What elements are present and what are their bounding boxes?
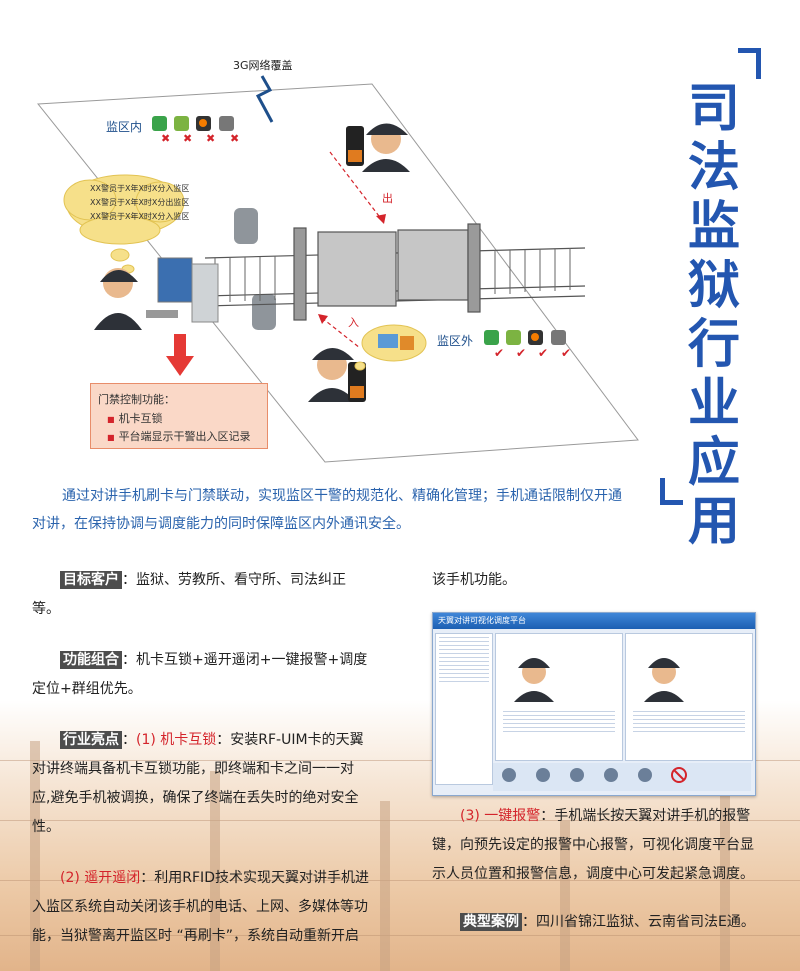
highlight-item1-text: ：安装RF-UIM卡的天翼对讲终端具备机卡互锁功能，即终端和卡之间一一对应,避免… — [32, 732, 364, 835]
fence-post — [210, 771, 220, 971]
enter-arrow — [321, 317, 361, 349]
card-reader-icon — [252, 294, 276, 330]
zone-outline — [37, 83, 639, 463]
svg-text:✖: ✖ — [230, 132, 239, 145]
remote-toggle-continued: 该手机功能。 — [432, 572, 516, 588]
exit-label: 出 — [382, 192, 393, 205]
card-thought-cloud — [354, 324, 427, 371]
down-arrow-icon — [166, 334, 194, 376]
zone-outside-label: 监区外 — [437, 334, 474, 348]
screenshot-toolbar — [493, 763, 751, 791]
access-control-title: 门禁控制功能： — [98, 393, 175, 406]
fence-post — [560, 821, 570, 971]
highlight-sep: ： — [122, 732, 136, 748]
target-tag: 目标客户 — [60, 571, 122, 589]
cloud-log-line: XX警员于X年X时X分入监区 — [90, 184, 190, 193]
prison-gate — [204, 223, 586, 321]
one-key-alarm: (3) 一键报警：手机端长按天翼对讲手机的报警键，向预先设定的报警中心报警，可视… — [432, 802, 762, 889]
cloud-log-line: XX警员于X年X时X分出监区 — [90, 198, 190, 207]
network-label: 3G网络覆盖 — [233, 59, 293, 72]
title-char: 法 — [687, 138, 740, 198]
title-char: 用 — [687, 492, 740, 552]
zone-inside-label: 监区内 — [106, 120, 143, 134]
fence-wire — [0, 760, 800, 761]
enter-label: 入 — [348, 316, 359, 329]
target-text: ：监狱、劳教所、看守所、司法纠正等。 — [32, 572, 346, 617]
fence-wire — [0, 880, 800, 881]
intro-paragraph: 通过对讲手机刷卡与门禁联动，实现监区干警的规范化、精确化管理；手机通话限制仅开通… — [32, 488, 622, 532]
app-icons-inside: ✖ ✖ ✖ ✖ — [152, 116, 239, 145]
fence-post — [380, 801, 390, 971]
highlight-tag: 行业亮点 — [60, 731, 122, 749]
svg-text:✖: ✖ — [183, 132, 192, 145]
combo-text: ：机卡互锁+遥开遥闭+一键报警+调度定位+群组优先。 — [32, 652, 368, 697]
officer-avatar-icon — [514, 658, 554, 702]
fence-wire — [0, 935, 800, 936]
highlight-item3-text: ：手机端长按天翼对讲手机的报警键，向预先设定的报警中心报警，可视化调度平台显示人… — [432, 808, 754, 882]
screenshot-user-panel — [625, 633, 753, 761]
title-char: 应 — [687, 433, 740, 493]
dispatch-platform-screenshot: 天翼对讲可视化调度平台 — [432, 612, 756, 796]
title-char: 业 — [687, 374, 740, 434]
remote-toggle: (2) 遥开遥闭：利用RFID技术实现天翼对讲手机进入监区系统自动关闭该手机的电… — [32, 864, 372, 951]
target-customers: 目标客户：监狱、劳教所、看守所、司法纠正等。 — [32, 566, 372, 624]
industry-highlight: 行业亮点：(1) 机卡互锁：安装RF-UIM卡的天翼对讲终端具备机卡互锁功能，即… — [32, 726, 372, 842]
screenshot-title-bar: 天翼对讲可视化调度平台 — [433, 613, 755, 629]
exit-arrow — [329, 151, 383, 221]
page-title: 司 法 监 狱 行 业 应 用 — [686, 80, 742, 552]
fence-post — [30, 741, 40, 971]
highlight-item3-label: (3) 一键报警 — [460, 808, 541, 824]
card-reader-icon — [234, 208, 258, 244]
svg-text:✖: ✖ — [206, 132, 215, 145]
function-combo: 功能组合：机卡互锁+遥开遥闭+一键报警+调度定位+群组优先。 — [32, 646, 372, 704]
title-char: 监 — [687, 197, 740, 257]
cloud-log-line: XX警员于X年X时X分入监区 — [90, 212, 190, 221]
access-control-item: 机卡互锁 — [107, 410, 163, 426]
screenshot-tree-panel — [435, 633, 493, 785]
lightning-icon — [255, 75, 274, 123]
svg-text:✔: ✔ — [494, 346, 504, 360]
svg-text:✔: ✔ — [516, 346, 526, 360]
officer-exit-icon — [346, 123, 410, 172]
highlight-item2-text: ：利用RFID技术实现天翼对讲手机进入监区系统自动关闭该手机的电话、上网、多媒体… — [32, 870, 369, 944]
officer-avatar-icon — [644, 658, 684, 702]
access-control-box: 门禁控制功能： 机卡互锁 平台端显示干警出入区记录 — [90, 383, 268, 449]
thought-cloud — [63, 174, 185, 274]
case-tag: 典型案例 — [460, 913, 522, 931]
fence-wire — [0, 820, 800, 821]
combo-tag: 功能组合 — [60, 651, 122, 669]
screenshot-user-panel — [495, 633, 623, 761]
title-bracket-bottom — [660, 478, 683, 505]
app-icons-outside: ✔ ✔ ✔ ✔ — [484, 330, 571, 360]
svg-text:✔: ✔ — [538, 346, 548, 360]
case-text: ：四川省锦江监狱、云南省司法E通。 — [522, 914, 755, 930]
toolbar-icons — [502, 767, 687, 783]
title-char: 狱 — [687, 256, 740, 316]
cloud-log-text: XX警员于X年X时X分入监区 XX警员于X年X时X分出监区 XX警员于X年X时X… — [90, 182, 189, 224]
svg-text:✖: ✖ — [161, 132, 170, 145]
highlight-item1-label: (1) 机卡互锁 — [136, 732, 217, 748]
typical-cases: 典型案例：四川省锦江监狱、云南省司法E通。 — [432, 908, 762, 937]
computer-terminal — [146, 257, 219, 323]
title-char: 司 — [687, 79, 740, 139]
prison-access-diagram: ✖ ✖ ✖ ✖ ✔ ✔ ✔ ✔ — [0, 0, 660, 470]
svg-text:✔: ✔ — [561, 346, 571, 360]
officer-at-desk-icon — [94, 268, 142, 330]
officer-enter-icon — [308, 348, 366, 402]
title-bracket-top — [738, 48, 761, 79]
access-control-item: 平台端显示干警出入区记录 — [107, 428, 251, 444]
title-char: 行 — [687, 315, 740, 375]
highlight-item2-label: (2) 遥开遥闭 — [60, 870, 141, 886]
diagram-graphics: ✖ ✖ ✖ ✖ ✔ ✔ ✔ ✔ — [37, 75, 639, 463]
fence-post — [720, 791, 730, 971]
